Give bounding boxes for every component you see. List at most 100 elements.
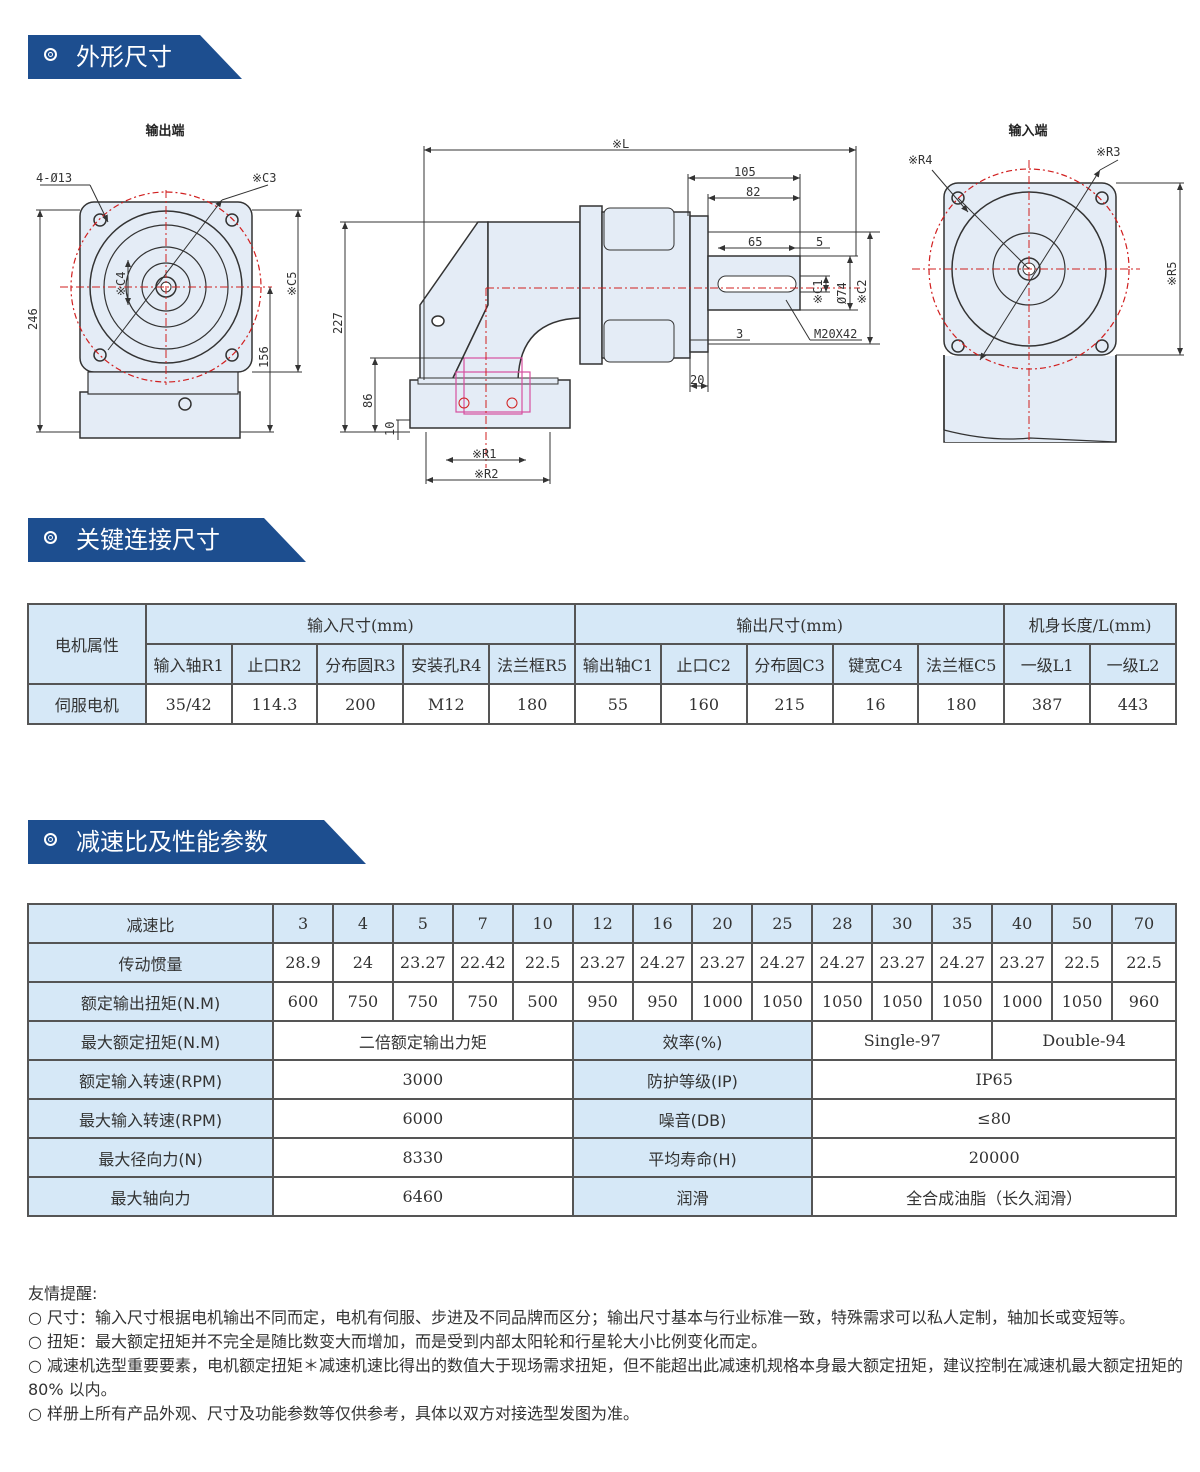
column-header: 止口C2 [659, 643, 748, 685]
banner-shape [28, 820, 366, 864]
ratio-cell: 3 [272, 903, 334, 944]
input-dims-header: 输入尺寸(mm) [144, 603, 577, 645]
table-cell: 24 [331, 942, 394, 983]
column-header: 止口R2 [230, 643, 319, 685]
table-cell: 全合成油脂（长久润滑） [811, 1176, 1177, 1217]
d3-label: 3 [736, 327, 743, 341]
ratio-cell: 28 [811, 903, 874, 944]
table-cell: 6460 [272, 1176, 574, 1217]
table-cell: 180 [488, 683, 577, 725]
table-cell: Single-97 [811, 1020, 994, 1061]
ratio-cell: 12 [571, 903, 634, 944]
l-label: ※L [612, 137, 629, 151]
table-row: 额定输出扭矩(N.M) 600 750 750 750 500 950 950 … [26, 981, 1177, 1022]
dimension-drawing: 输出端 4-Ø13 ※C3 246 ※C5 156 ※C4 [26, 123, 1184, 484]
row-label: 最大额定扭矩(N.M) [26, 1020, 275, 1061]
motor-attr-header: 电机属性 [27, 603, 147, 685]
table-cell: 750 [391, 981, 454, 1022]
table-cell: 24.27 [751, 942, 814, 983]
banner-shape [28, 35, 242, 79]
table-cell: 950 [571, 981, 634, 1022]
r2-label: ※R2 [474, 467, 499, 481]
table-cell: 1050 [871, 981, 934, 1022]
column-header: 输入轴R1 [144, 643, 233, 685]
row-label: 额定输入转速(RPM) [26, 1059, 275, 1100]
ratio-cell: 10 [511, 903, 574, 944]
row-label: 额定输出扭矩(N.M) [26, 981, 275, 1022]
row-label: 最大输入转速(RPM) [26, 1098, 275, 1139]
row-label: 噪音(DB) [571, 1098, 814, 1139]
c2-label: ※C2 [855, 279, 869, 304]
table-row: 额定输入转速(RPM) 3000 防护等级(IP) IP65 [26, 1059, 1177, 1100]
table-cell: Double-94 [991, 1020, 1177, 1061]
ratio-cell: 20 [691, 903, 754, 944]
table-cell: 950 [631, 981, 694, 1022]
r4-label: ※R4 [908, 153, 933, 167]
column-header: 分布圆R3 [316, 643, 405, 685]
ratio-cell: 4 [331, 903, 394, 944]
connection-table: 电机属性 输入尺寸(mm) 输出尺寸(mm) 机身长度/L(mm) 输入轴R1 … [27, 603, 1177, 725]
column-header: 法兰框C5 [917, 643, 1006, 685]
table-cell: 1050 [931, 981, 994, 1022]
table-cell: 20000 [811, 1137, 1177, 1178]
table-cell: 24.27 [631, 942, 694, 983]
table-cell: 1050 [1051, 981, 1114, 1022]
table-cell: 180 [917, 683, 1006, 725]
table-cell: 22.5 [1051, 942, 1114, 983]
table-row: 最大轴向力 6460 润滑 全合成油脂（长久润滑） [26, 1176, 1177, 1217]
row-label: 效率(%) [571, 1020, 814, 1061]
d156-label: 156 [257, 346, 271, 368]
table-cell: 22.5 [511, 942, 574, 983]
table-cell: 114.3 [230, 683, 319, 725]
row-label: 传动惯量 [26, 942, 275, 983]
input-end-view [912, 159, 1184, 443]
table-cell: IP65 [811, 1059, 1177, 1100]
column-header: 一级L2 [1089, 643, 1177, 685]
table-cell: 23.27 [871, 942, 934, 983]
table-cell: 二倍额定输出力矩 [272, 1020, 574, 1061]
table-cell: 1000 [691, 981, 754, 1022]
section-title: 减速比及性能参数 [76, 828, 268, 856]
r1-label: ※R1 [472, 447, 497, 461]
banner-shape [28, 518, 306, 562]
d10-label: 10 [383, 422, 397, 436]
ratio-cell: 35 [931, 903, 994, 944]
ratio-cell: 40 [991, 903, 1054, 944]
note-item: ○ 尺寸：输入尺寸根据电机输出不同而定，电机有伺服、步进及不同品牌而区分；输出尺… [28, 1308, 1136, 1327]
ratio-cell: 25 [751, 903, 814, 944]
section-banner-dimensions: 外形尺寸 [28, 35, 242, 79]
ratio-cell: 16 [631, 903, 694, 944]
d246-label: 246 [26, 308, 40, 330]
section-title: 关键连接尺寸 [76, 526, 220, 554]
input-end-label: 输入端 [1008, 123, 1047, 139]
reminder-notes: 友情提醒: ○ 尺寸：输入尺寸根据电机输出不同而定，电机有伺服、步进及不同品牌而… [28, 1282, 1188, 1426]
r5-label: ※R5 [1165, 261, 1179, 286]
table-cell: 16 [831, 683, 920, 725]
body-length-header: 机身长度/L(mm) [1003, 603, 1177, 645]
performance-table: 减速比 3 4 5 7 10 12 16 20 25 28 30 35 40 5… [26, 903, 1177, 1217]
table-cell: 24.27 [931, 942, 994, 983]
section-banner-ratio-performance: 减速比及性能参数 [28, 820, 366, 864]
output-end-view [36, 184, 302, 439]
table-cell: 200 [316, 683, 405, 725]
note-item: ○ 样册上所有产品外观、尺寸及功能参数等仅供参考，具体以双方对接选型发图为准。 [28, 1404, 640, 1423]
table-row: 减速比 3 4 5 7 10 12 16 20 25 28 30 35 40 5… [26, 903, 1177, 944]
d86-label: 86 [361, 394, 375, 408]
table-cell: 55 [574, 683, 662, 725]
column-header: 安装孔R4 [402, 643, 491, 685]
circle-bullet-icon [44, 48, 57, 61]
ratio-cell: 30 [871, 903, 934, 944]
table-cell: 23.27 [991, 942, 1054, 983]
d5-label: 5 [816, 235, 823, 249]
row-label: 伺服电机 [27, 683, 147, 725]
holes-label: 4-Ø13 [36, 171, 72, 185]
table-cell: 1050 [751, 981, 814, 1022]
circle-bullet-icon [44, 833, 57, 846]
c5-label: ※C5 [285, 271, 299, 296]
d74-label: Ø74 [835, 282, 849, 304]
ratio-cell: 5 [391, 903, 454, 944]
d227-label: 227 [331, 312, 345, 334]
table-cell: 750 [451, 981, 514, 1022]
table-cell: 215 [745, 683, 834, 725]
table-cell: 23.27 [571, 942, 634, 983]
